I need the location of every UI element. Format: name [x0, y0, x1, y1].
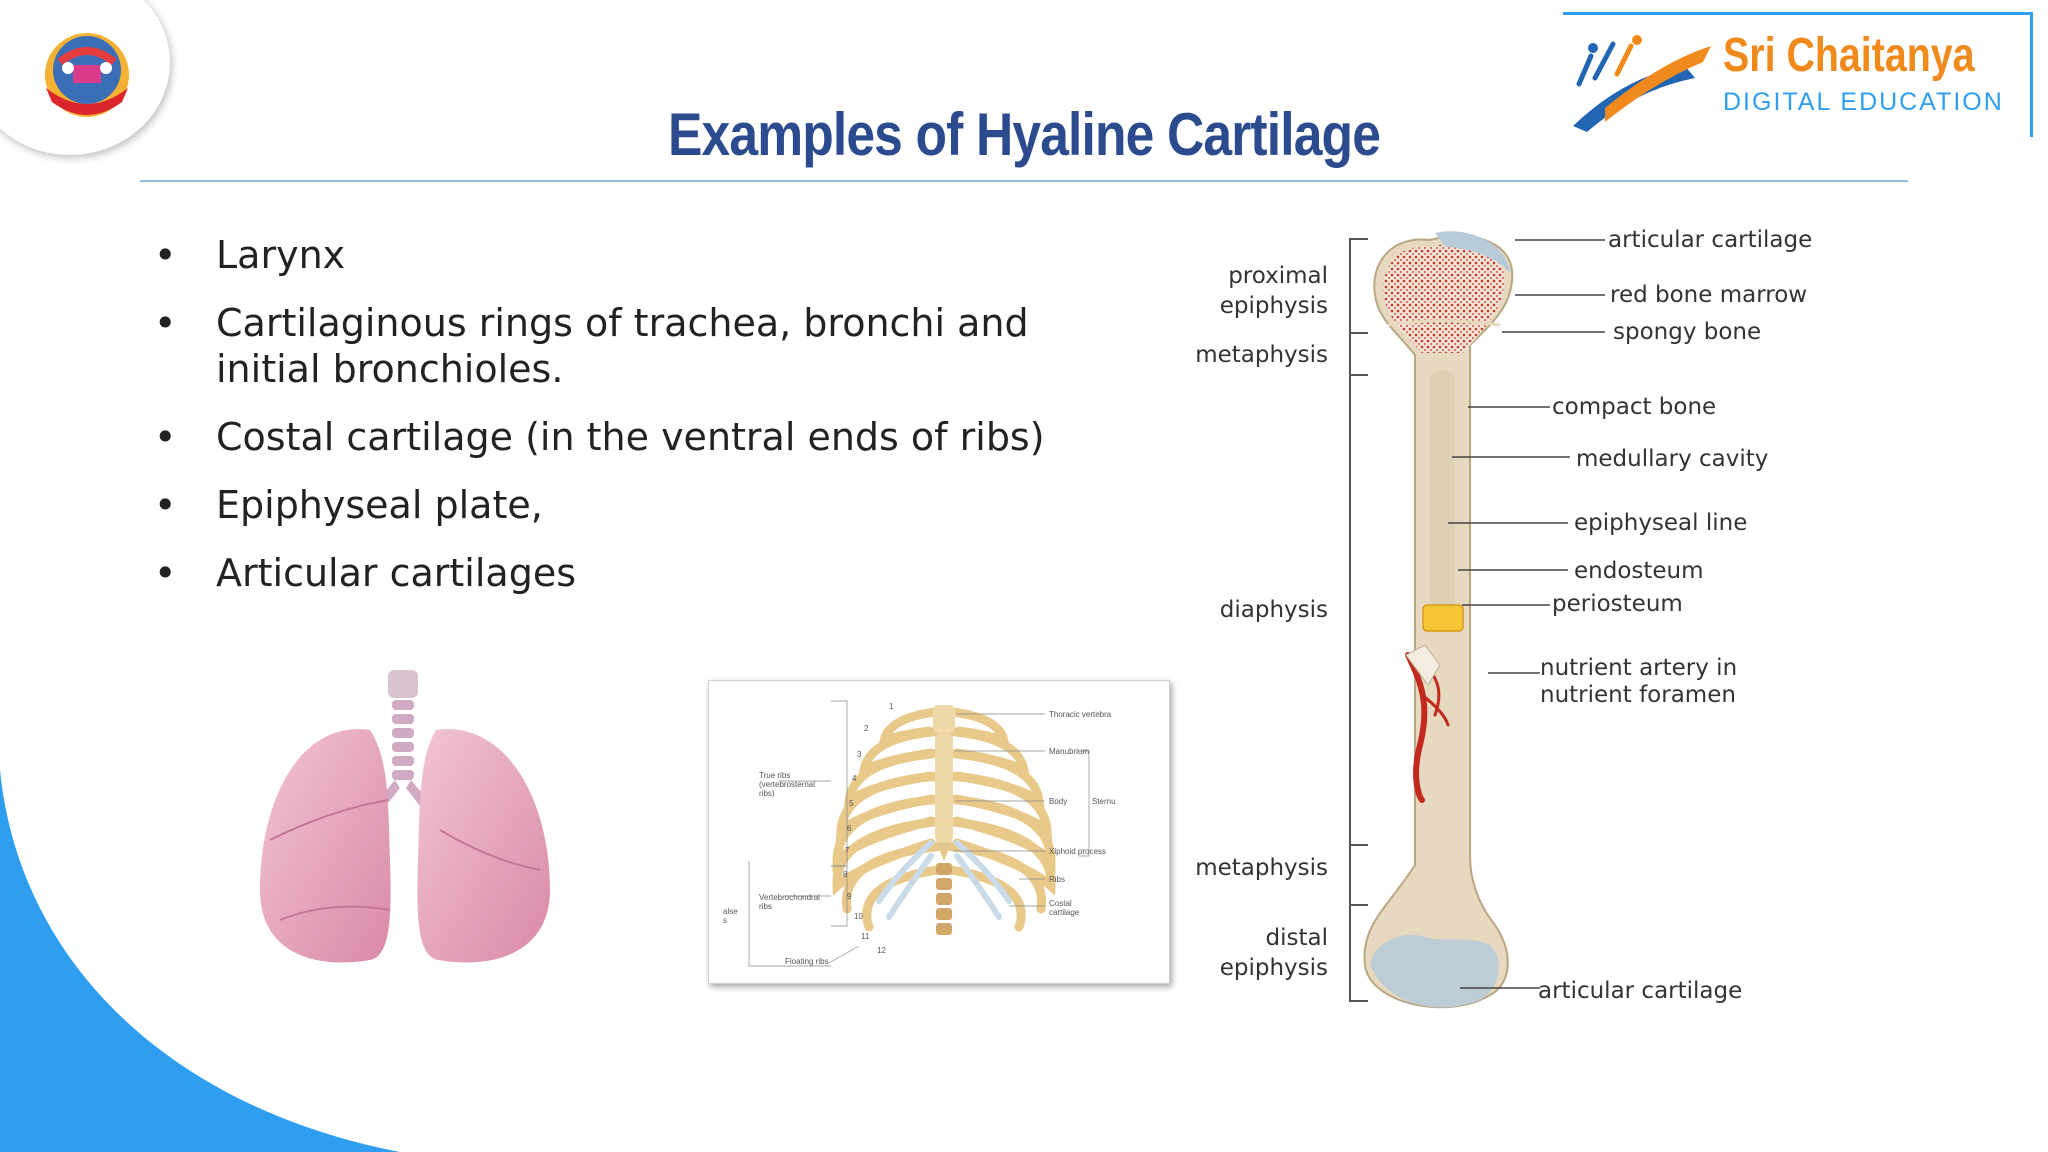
rib-number: 7	[845, 846, 850, 855]
corner-swoosh	[0, 770, 400, 1152]
rib-cage-illustration: Thoracic vertebra Manubrium Body Sternu …	[723, 700, 1116, 967]
bullet-list: Larynx Cartilaginous rings of trachea, b…	[150, 232, 1110, 618]
rib-number: 11	[861, 932, 870, 941]
rib-number: 3	[857, 750, 862, 759]
rib-number: 12	[877, 946, 886, 955]
slide-title: Examples of Hyaline Cartilage	[667, 101, 1381, 168]
rib-cage-figure: Thoracic vertebra Manubrium Body Sternu …	[708, 680, 1170, 984]
label-false-2: s	[723, 916, 727, 925]
title-divider	[140, 180, 1908, 182]
label-endosteum: endosteum	[1574, 558, 1704, 584]
label-manubrium: Manubrium	[1049, 747, 1089, 756]
label-costal-2: cartilage	[1049, 908, 1080, 917]
label-periosteum: periosteum	[1552, 591, 1683, 617]
rib-number: 1	[889, 702, 894, 711]
lungs-illustration	[260, 670, 550, 963]
label-distal: distal	[1265, 925, 1328, 951]
bone-region-brackets	[1349, 238, 1368, 1002]
bullet-item: Epiphyseal plate,	[150, 482, 1110, 528]
label-proximal-epiphysis: epiphysis	[1219, 293, 1328, 319]
long-bone-diagram	[1363, 231, 1514, 1009]
rib-number: 5	[849, 799, 854, 808]
school-emblem	[0, 0, 170, 155]
label-costal-1: Costal	[1049, 899, 1072, 908]
label-epiphyseal-line: epiphyseal line	[1574, 510, 1748, 536]
rib-number: 2	[864, 724, 869, 733]
label-spongy-bone: spongy bone	[1613, 319, 1762, 345]
label-vchondral-1: Vertebrochondral	[759, 893, 820, 902]
rib-number: 8	[843, 870, 848, 879]
brand-tagline: DIGITAL EDUCATION	[1723, 88, 2004, 116]
bullet-item: Cartilaginous rings of trachea, bronchi …	[150, 300, 1036, 392]
label-nutrient-artery-2: nutrient foramen	[1540, 682, 1736, 708]
label-red-bone-marrow: red bone marrow	[1610, 282, 1808, 308]
label-compact-bone: compact bone	[1552, 394, 1717, 420]
label-true-ribs-3: ribs)	[759, 789, 775, 798]
bullet-item: Articular cartilages	[150, 550, 1110, 596]
bullet-item: Larynx	[150, 232, 1110, 278]
label-floating-ribs: Floating ribs	[785, 957, 829, 966]
label-medullary-cavity: medullary cavity	[1576, 446, 1769, 472]
label-nutrient-artery-1: nutrient artery in	[1540, 655, 1738, 681]
emblem-icon	[45, 33, 129, 117]
label-false-1: alse	[723, 907, 738, 916]
brand-book-icon	[1573, 35, 1711, 132]
label-metaphysis-top: metaphysis	[1195, 342, 1328, 368]
label-distal-epiphysis: epiphysis	[1219, 955, 1328, 981]
brand-name: Sri Chaitanya	[1723, 29, 1975, 82]
label-ribs: Ribs	[1049, 875, 1065, 884]
label-vchondral-2: ribs	[759, 902, 772, 911]
rib-number: 10	[854, 912, 863, 921]
rib-number: 9	[847, 892, 852, 901]
label-thoracic-vertebra: Thoracic vertebra	[1049, 710, 1112, 719]
brand-logo: Sri Chaitanya DIGITAL EDUCATION	[1563, 12, 2033, 137]
label-true-ribs-1: True ribs	[759, 771, 790, 780]
label-metaphysis-bottom: metaphysis	[1195, 855, 1328, 881]
label-xiphoid: Xiphoid process	[1049, 847, 1106, 856]
bullet-item: Costal cartilage (in the ventral ends of…	[150, 414, 1110, 460]
rib-number: 6	[847, 824, 852, 833]
bone-leader-lines	[1448, 239, 1605, 989]
label-sternum: Sternu	[1092, 797, 1116, 806]
rib-number: 4	[852, 774, 857, 783]
label-body: Body	[1049, 797, 1067, 806]
label-proximal: proximal	[1228, 263, 1328, 289]
label-articular-cartilage-bottom: articular cartilage	[1538, 978, 1743, 1004]
label-diaphysis: diaphysis	[1219, 597, 1328, 623]
label-true-ribs-2: (vertebrosternal	[759, 780, 815, 789]
label-articular-cartilage-top: articular cartilage	[1608, 227, 1813, 253]
